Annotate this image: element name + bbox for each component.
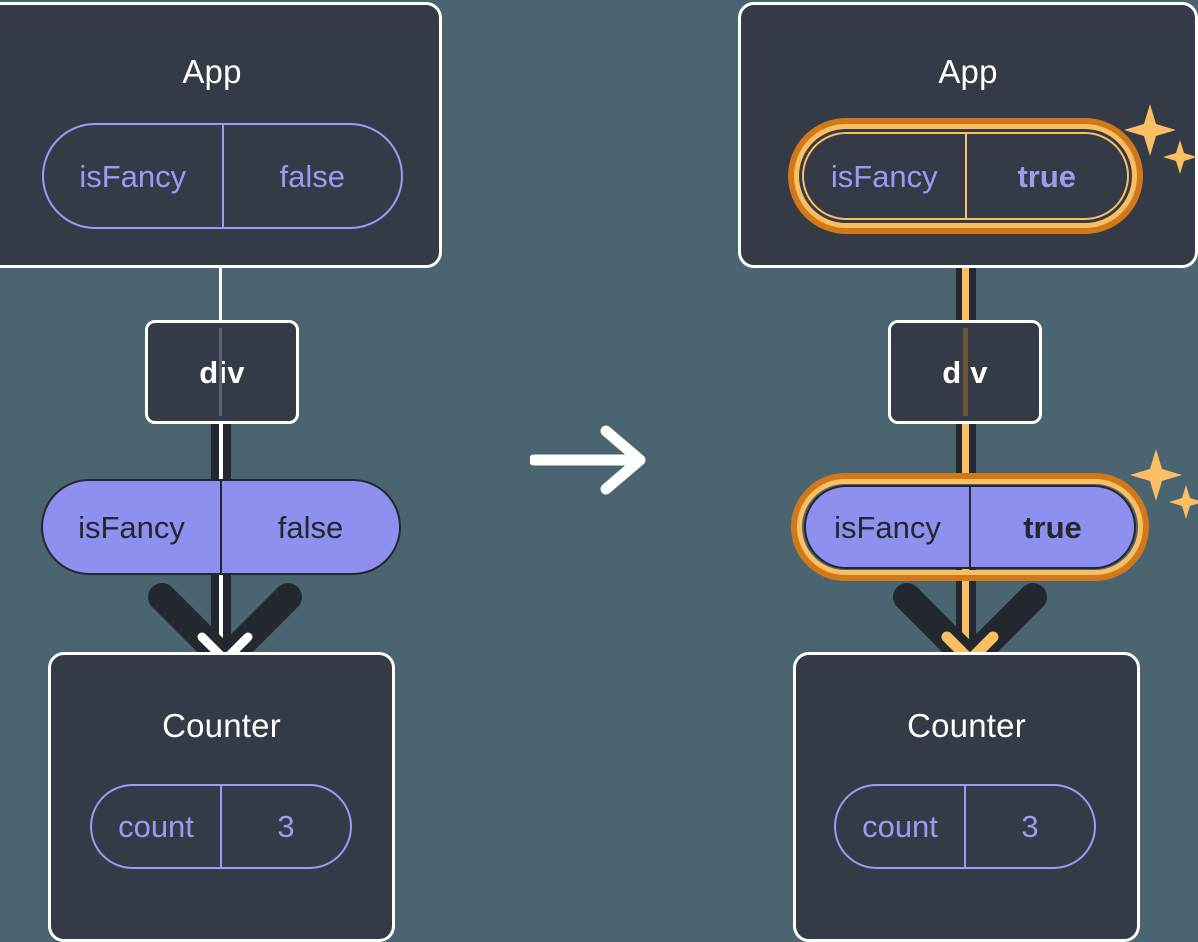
state-pill-key: isFancy bbox=[79, 158, 187, 194]
state-pill-key: isFancy bbox=[830, 158, 938, 194]
pill-divider bbox=[221, 125, 224, 227]
wire-prop-pill-to-counter-core bbox=[219, 560, 223, 665]
state-pill-value: 3 bbox=[1021, 809, 1039, 844]
panel-after: App isFancy true div isFancy true bbox=[738, 0, 1198, 942]
highlight-ring-app-pill bbox=[788, 118, 1143, 234]
component-title-counter: Counter bbox=[162, 707, 281, 744]
sparkles-icon-app bbox=[1124, 100, 1198, 190]
prop-pill-isfancy[interactable]: isFancy false bbox=[41, 479, 401, 575]
state-pill-counter-count[interactable]: count 3 bbox=[90, 784, 352, 869]
prop-pill-value: false bbox=[277, 509, 344, 545]
prop-pill-value: true bbox=[1023, 509, 1082, 545]
wire-prop-pill-to-counter-core bbox=[962, 560, 969, 665]
element-box-div[interactable]: div bbox=[145, 320, 299, 424]
component-title-counter: Counter bbox=[907, 707, 1026, 744]
pill-divider bbox=[964, 134, 967, 218]
component-title-app: App bbox=[938, 53, 998, 90]
wire-div-to-prop-pill-core bbox=[219, 420, 223, 482]
wire-app-to-div-core bbox=[962, 214, 969, 328]
highlight-ring-prop-pill bbox=[791, 473, 1149, 581]
prop-pill-key: isFancy bbox=[834, 509, 941, 545]
state-pill-counter-count[interactable]: count 3 bbox=[834, 784, 1096, 869]
state-pill-value: 3 bbox=[277, 809, 295, 844]
component-title-app: App bbox=[182, 53, 242, 90]
pill-divider bbox=[220, 481, 222, 573]
sparkles-icon-prop bbox=[1130, 445, 1198, 535]
pill-divider bbox=[969, 487, 971, 567]
wire-through-div bbox=[219, 328, 222, 416]
pill-divider bbox=[964, 786, 966, 867]
panel-before: App isFancy false div isFancy false Coun… bbox=[0, 0, 460, 942]
prop-pill-key: isFancy bbox=[78, 509, 185, 545]
wire-div-to-prop-pill-core bbox=[962, 420, 969, 482]
transition-arrow-right bbox=[530, 425, 650, 495]
state-pill-key: count bbox=[118, 809, 194, 844]
wire-through-div bbox=[963, 328, 968, 416]
state-pill-value: true bbox=[1017, 158, 1077, 194]
state-pill-key: count bbox=[862, 809, 938, 844]
state-pill-app-isfancy[interactable]: isFancy true bbox=[802, 132, 1129, 220]
wire-app-to-div bbox=[219, 262, 222, 326]
pill-divider bbox=[220, 786, 222, 867]
prop-pill-isfancy[interactable]: isFancy true bbox=[804, 485, 1136, 569]
state-pill-app-isfancy[interactable]: isFancy false bbox=[42, 123, 403, 229]
state-pill-value: false bbox=[279, 158, 345, 194]
element-title-div: div bbox=[148, 355, 296, 391]
